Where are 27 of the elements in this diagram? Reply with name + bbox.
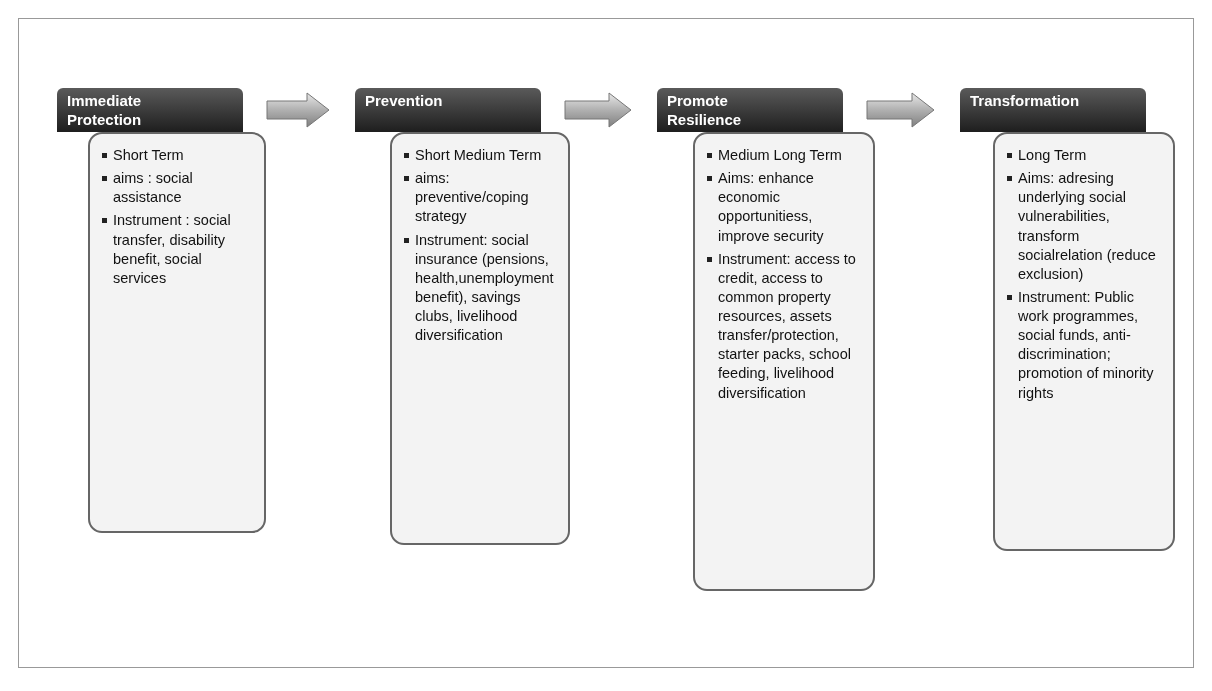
bullet-text: Long Term [1018, 146, 1087, 165]
detail-card [693, 132, 875, 591]
stage-title: Promote Resilience [667, 92, 743, 130]
bullet-text: Aims: enhance economic opportunitiess, improve security [718, 169, 825, 246]
bullet-text: aims: preventive/coping strategy [415, 169, 530, 227]
bullet-text: Instrument: social insurance (pensions, health,unemployment benefit), savings clubs, livelihood diversification [415, 230, 555, 346]
bullet-text: Short Term [113, 146, 184, 165]
stage-header [657, 88, 843, 132]
stage-header [57, 88, 243, 132]
detail-card [88, 132, 266, 533]
bullet-text: Aims: adresing underlying social vulnerabilities, transform socialrelation (reduce exclusion) [1018, 169, 1157, 284]
bullet-text: Instrument : social transfer, disability benefit, social services [113, 211, 232, 288]
arrow [866, 92, 935, 128]
arrow [564, 92, 632, 128]
bullet-text: Instrument: Public work programmes, social funds, anti-discrimination; promotion of minority rights [1018, 287, 1155, 403]
stage-title: Immediate Protection [67, 92, 143, 130]
bullet-text: Instrument: access to credit, access to common property resources, assets transfer/protection, starter packs, school feeding, livelihood diversification [718, 249, 857, 403]
bullet-text: Short Medium Term [415, 146, 542, 165]
detail-card [993, 132, 1175, 551]
stage-title: Transformation [970, 92, 1081, 111]
stage-title: Prevention [365, 92, 444, 111]
stage-header [960, 88, 1146, 132]
bullet-text: Medium Long Term [718, 146, 842, 165]
bullet-text: aims : social assistance [113, 169, 194, 208]
arrow [266, 92, 330, 128]
stage-header [355, 88, 541, 132]
detail-card [390, 132, 570, 545]
